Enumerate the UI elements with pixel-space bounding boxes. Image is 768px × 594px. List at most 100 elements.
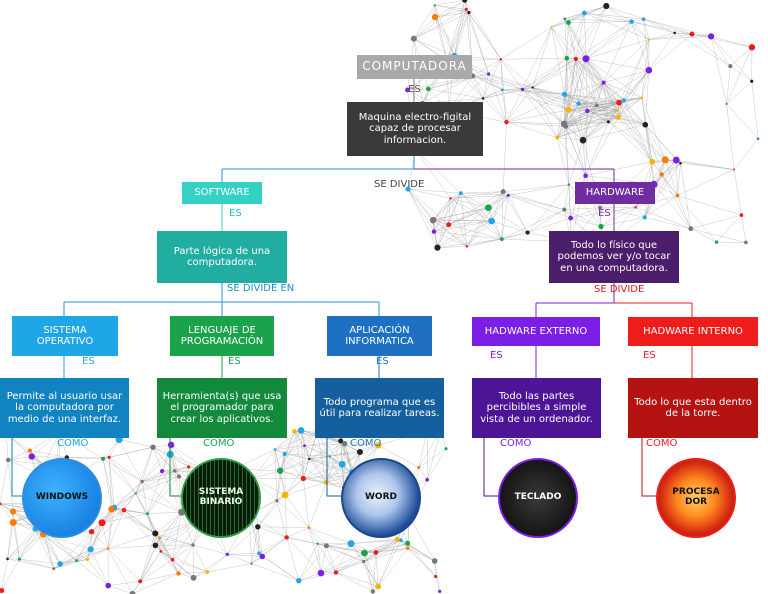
network-edge [661, 174, 692, 229]
network-edge [570, 207, 601, 219]
network-edge [326, 464, 343, 483]
network-edge [596, 69, 650, 106]
network-edge [564, 18, 577, 60]
network-edge [578, 103, 618, 111]
network-edge [432, 198, 451, 221]
network-edge [733, 138, 759, 170]
network-node [170, 557, 175, 562]
network-edge [606, 5, 644, 20]
teclado-example: TECLADO [498, 458, 578, 538]
network-edge [434, 17, 448, 62]
network-edge [661, 159, 677, 175]
network-edge [108, 457, 115, 508]
network-edge [107, 507, 115, 549]
network-edge [76, 548, 109, 561]
network-edge [308, 527, 322, 574]
network-edge [482, 59, 502, 99]
network-node [303, 444, 306, 448]
network-edge [460, 192, 489, 208]
network-node [129, 590, 136, 594]
aplicacion-informatica-title: APLICACIÓN INFORMATICA [327, 316, 432, 356]
network-node [506, 193, 510, 197]
network-edge [641, 70, 650, 98]
network-edge [274, 430, 302, 450]
network-edge [556, 137, 570, 185]
network-edge [466, 9, 502, 60]
network-edge [575, 58, 625, 101]
network-edge [690, 228, 717, 243]
network-edge [251, 553, 260, 564]
network-edge [661, 174, 678, 196]
network-node [433, 4, 436, 7]
network-edge [308, 527, 352, 544]
network-edge [631, 21, 650, 40]
network-edge [252, 449, 276, 479]
hardware-externo-title: HADWARE EXTERNO [472, 317, 600, 346]
network-node [250, 562, 253, 565]
network-edge [460, 193, 492, 222]
network-node [675, 193, 680, 198]
network-edge [60, 549, 91, 565]
network-node [317, 569, 325, 577]
network-edge [565, 110, 618, 127]
network-node [98, 519, 106, 527]
network-edge [674, 32, 731, 67]
network-edge [584, 12, 650, 40]
network-edge [320, 561, 364, 574]
network-edge [563, 110, 588, 125]
network-edge [446, 9, 467, 62]
network-edge [19, 534, 44, 560]
network-edge [364, 538, 398, 554]
network-edge [257, 526, 260, 554]
network-edge [645, 124, 655, 185]
network-node [275, 499, 279, 503]
network-edge [433, 220, 492, 232]
network-edge [434, 0, 465, 6]
network-edge [450, 192, 461, 199]
network-node [714, 240, 719, 244]
network-edge [102, 439, 120, 459]
network-edge [450, 198, 468, 247]
network-edge [286, 537, 300, 581]
network-edge [35, 528, 61, 565]
network-edge [178, 571, 208, 574]
network-node [616, 99, 622, 106]
network-edge [309, 458, 354, 476]
network-edge [141, 447, 154, 482]
network-edge [340, 440, 379, 446]
network-edge [418, 467, 428, 480]
network-edge [432, 207, 489, 221]
network-node [158, 536, 162, 540]
network-node [649, 158, 656, 165]
network-edge [207, 563, 252, 573]
network-edge [491, 220, 503, 240]
network-edge [502, 87, 533, 91]
network-edge [596, 105, 618, 111]
network-edge [618, 117, 653, 162]
network-edge [147, 513, 156, 546]
network-node [500, 88, 504, 92]
network-edge [527, 184, 570, 233]
network-node [373, 550, 379, 555]
network-edge [432, 220, 438, 248]
network-edge [413, 9, 467, 39]
network-node [499, 57, 503, 61]
network-edge [107, 510, 125, 549]
network-edge [249, 514, 287, 538]
network-edge [59, 531, 92, 565]
word-example-label: WORD [365, 492, 397, 503]
network-edge [135, 470, 175, 494]
network-edge [0, 503, 14, 523]
network-edge [488, 59, 502, 75]
network-edge [460, 191, 504, 194]
network-edge [532, 27, 552, 88]
network-node [172, 469, 177, 473]
network-edge [31, 456, 67, 458]
network-node [362, 559, 366, 564]
network-edge [350, 543, 376, 553]
network-edge [326, 545, 365, 554]
network-edge [413, 38, 455, 57]
network-edge [623, 100, 646, 125]
binary-code-example: SISTEMA BINARIO [181, 458, 261, 538]
network-edge [284, 453, 330, 457]
